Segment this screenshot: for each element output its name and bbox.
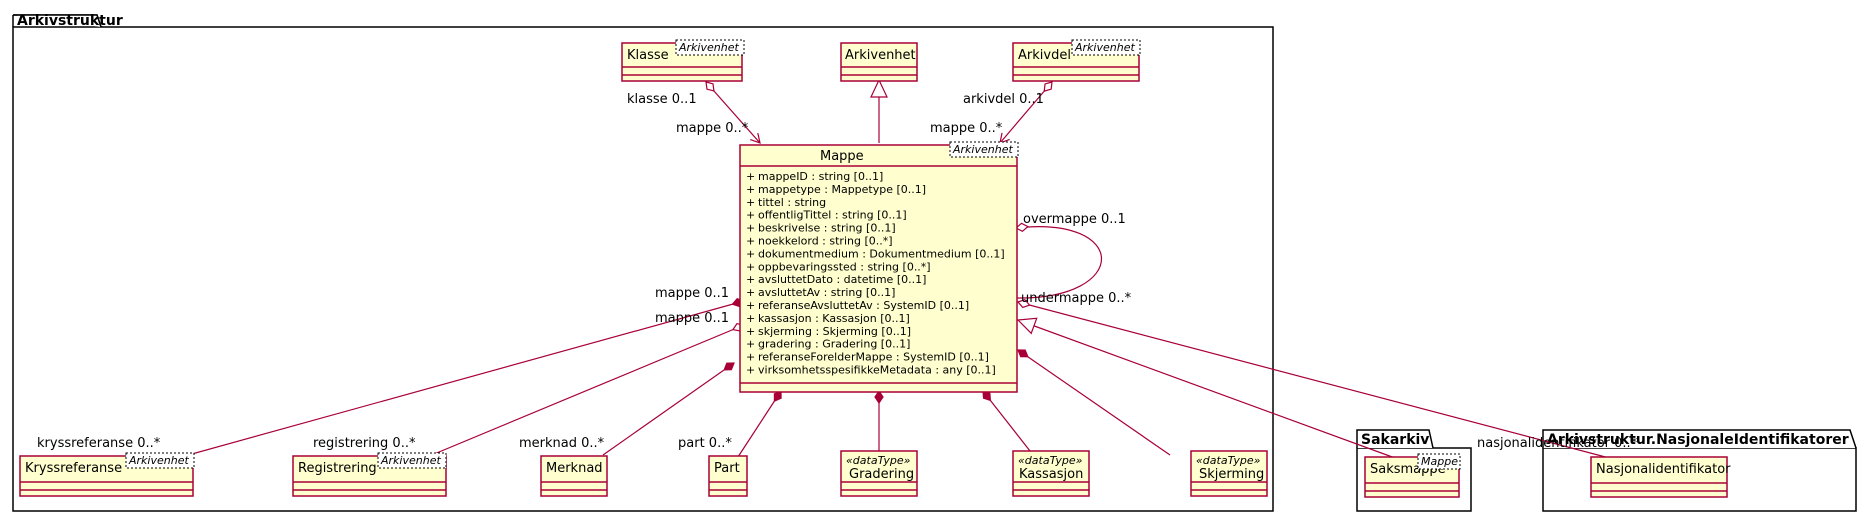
class-kassasjon[interactable]: «dataType» Kassasjon	[1012, 450, 1090, 497]
class-gradering-stereotype: «dataType»	[846, 454, 911, 467]
class-saksmappe-stereotype: Mappe	[1421, 455, 1458, 468]
attribute-visibility: +	[746, 183, 755, 196]
edge-mappe-skjerming	[1018, 350, 1171, 456]
class-mappe-name: Mappe	[820, 149, 864, 164]
label-mappe-kryss: mappe 0..1	[655, 286, 729, 301]
class-mappe-attributes: +mappeID : string [0..1]+mappetype : Map…	[746, 170, 1005, 377]
class-mappe-stereotype: Arkivenhet	[952, 143, 1013, 156]
attribute-visibility: +	[746, 325, 755, 338]
edges	[163, 78, 1614, 462]
attribute-visibility: +	[746, 273, 755, 286]
edge-saksmappe-generalization	[1016, 317, 1396, 459]
attribute-visibility: +	[746, 196, 755, 209]
label-overmappe: overmappe 0..1	[1023, 212, 1126, 227]
attribute-visibility: +	[746, 351, 755, 364]
mappe-attribute: offentligTittel : string [0..1]	[758, 209, 907, 222]
class-nasjonalidentifikator-name: Nasjonalidentifikator	[1596, 462, 1731, 477]
package-arkivstruktur: Arkivstruktur	[12, 13, 1274, 512]
edge-mappe-nasjonalidentifikator	[1018, 302, 1614, 460]
multiplicity-labels: klasse 0..1 mappe 0..* arkivdel 0..1 map…	[37, 92, 1638, 451]
label-kryssreferanse: kryssreferanse 0..*	[37, 436, 161, 451]
class-arkivenhet-name: Arkivenhet	[845, 48, 916, 63]
mappe-attribute: noekkelord : string [0..*]	[758, 235, 893, 248]
attribute-visibility: +	[746, 235, 755, 248]
class-part-name: Part	[714, 461, 740, 476]
label-klasse-target: mappe 0..*	[676, 121, 749, 136]
mappe-attribute: kassasjon : Kassasjon [0..1]	[758, 312, 910, 325]
edge-mappe-part	[735, 391, 781, 461]
mappe-attribute: mappeID : string [0..1]	[758, 170, 883, 183]
mappe-attribute: mappetype : Mappetype [0..1]	[758, 183, 926, 196]
label-klasse-source: klasse 0..1	[627, 92, 697, 107]
mappe-attribute: referanseForelderMappe : SystemID [0..1]	[758, 351, 989, 364]
class-klasse-name: Klasse	[627, 48, 669, 63]
class-gradering-name: Gradering	[849, 467, 914, 482]
label-undermappe: undermappe 0..*	[1021, 291, 1132, 306]
class-skjerming[interactable]: «dataType» Skjerming	[1190, 450, 1268, 497]
class-nasjonalidentifikator[interactable]: Nasjonalidentifikator	[1590, 456, 1731, 498]
label-part: part 0..*	[678, 436, 732, 451]
edge-mappe-merknad	[602, 363, 734, 456]
mappe-attribute: avsluttetAv : string [0..1]	[758, 286, 895, 299]
attribute-visibility: +	[746, 170, 755, 183]
edge-self-mappe	[1016, 227, 1103, 298]
mappe-attribute: gradering : Gradering [0..1]	[758, 338, 910, 351]
mappe-attribute: avsluttetDato : datetime [0..1]	[758, 273, 926, 286]
attribute-visibility: +	[746, 286, 755, 299]
label-arkivdel-source: arkivdel 0..1	[963, 92, 1044, 107]
label-nasjonalidentifikator: nasjonalidentifikator 0..*	[1477, 436, 1638, 451]
label-merknad: merknad 0..*	[519, 436, 605, 451]
attribute-visibility: +	[746, 260, 755, 273]
class-kassasjon-name: Kassasjon	[1019, 467, 1083, 482]
edge-mappe-kassasjon	[983, 391, 1031, 452]
edge-mappe-registrering	[415, 325, 744, 462]
class-merknad-name: Merknad	[546, 461, 603, 476]
class-arkivenhet[interactable]: Arkivenhet	[840, 42, 918, 82]
package-nasjonale-identifikatorer-title: Arkivstruktur.NasjonaleIdentifikatorer	[1547, 432, 1849, 448]
class-skjerming-name: Skjerming	[1199, 467, 1264, 482]
class-arkivdel[interactable]: Arkivdel Arkivenhet	[1012, 39, 1141, 82]
mappe-attribute: referanseAvsluttetAv : SystemID [0..1]	[758, 299, 969, 312]
class-gradering[interactable]: «dataType» Gradering	[840, 450, 918, 497]
package-sakarkiv-title: Sakarkiv	[1361, 432, 1429, 448]
attribute-visibility: +	[746, 299, 755, 312]
class-registrering[interactable]: Registrering Arkivenhet	[292, 452, 447, 497]
class-kryssreferanse-stereotype: Arkivenhet	[128, 454, 189, 467]
label-registrering: registrering 0..*	[313, 436, 416, 451]
attribute-visibility: +	[746, 338, 755, 351]
mappe-attribute: virksomhetsspesifikkeMetadata : any [0..…	[758, 364, 996, 377]
class-skjerming-stereotype: «dataType»	[1196, 454, 1261, 467]
edge-arkivdel-mappe	[1000, 82, 1052, 143]
attribute-visibility: +	[746, 209, 755, 222]
class-klasse-stereotype: Arkivenhet	[678, 41, 739, 54]
class-merknad[interactable]: Merknad	[540, 455, 608, 497]
label-arkivdel-target: mappe 0..*	[930, 121, 1003, 136]
mappe-attribute: oppbevaringssted : string [0..*]	[758, 260, 931, 273]
class-arkivdel-name: Arkivdel	[1018, 48, 1071, 63]
label-mappe-registrering: mappe 0..1	[655, 311, 729, 326]
mappe-attribute: skjerming : Skjerming [0..1]	[758, 325, 911, 338]
edge-klasse-mappe	[706, 82, 760, 143]
class-saksmappe[interactable]: Saksmappe Mappe	[1364, 453, 1461, 498]
class-kryssreferanse-name: Kryssreferanse	[25, 461, 122, 476]
class-arkivdel-stereotype: Arkivenhet	[1074, 41, 1135, 54]
class-kassasjon-stereotype: «dataType»	[1018, 454, 1083, 467]
class-kryssreferanse[interactable]: Kryssreferanse Arkivenhet	[19, 452, 195, 497]
class-mappe[interactable]: Mappe Arkivenhet +mappeID : string [0..1…	[739, 141, 1019, 393]
attribute-visibility: +	[746, 247, 755, 260]
class-klasse[interactable]: Klasse Arkivenhet	[621, 39, 745, 82]
attribute-visibility: +	[746, 222, 755, 235]
class-part[interactable]: Part	[708, 455, 748, 497]
class-registrering-name: Registrering	[298, 461, 377, 476]
attribute-visibility: +	[746, 364, 755, 377]
class-registrering-stereotype: Arkivenhet	[380, 454, 441, 467]
mappe-attribute: dokumentmedium : Dokumentmedium [0..1]	[758, 247, 1005, 260]
mappe-attribute: beskrivelse : string [0..1]	[758, 222, 896, 235]
package-arkivstruktur-title: Arkivstruktur	[17, 13, 123, 29]
attribute-visibility: +	[746, 312, 755, 325]
mappe-attribute: tittel : string	[758, 196, 826, 209]
